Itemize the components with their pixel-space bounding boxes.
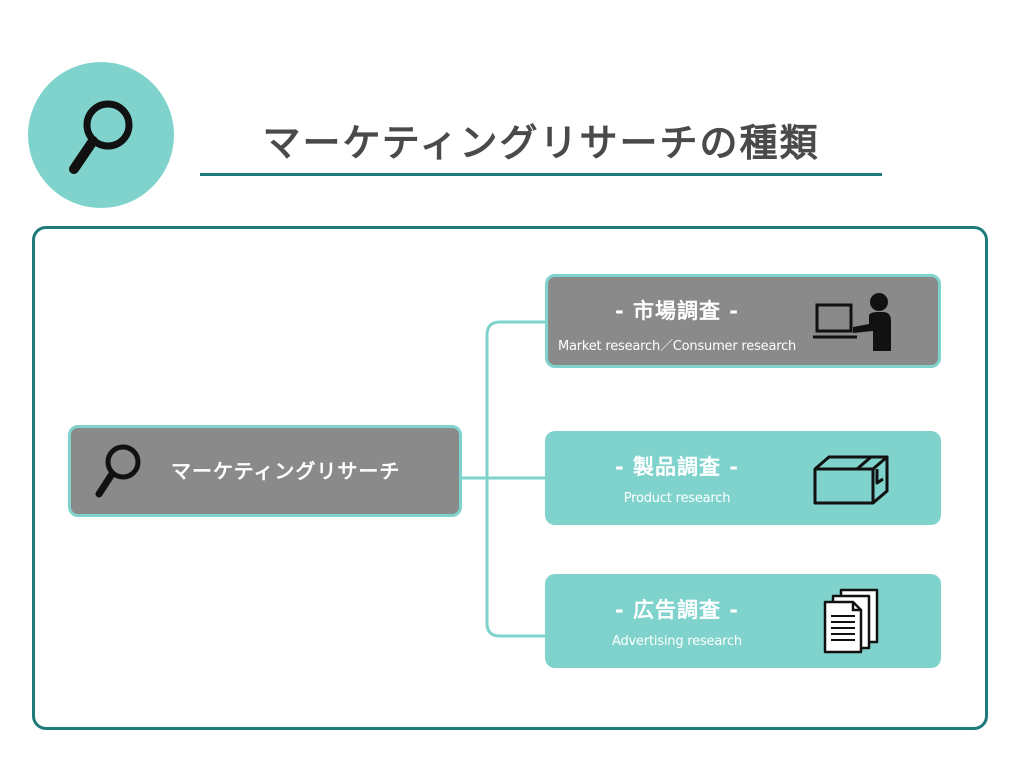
branch-subtitle: Market research／Consumer research: [557, 339, 797, 354]
title-underline: [200, 173, 882, 176]
root-node: マーケティングリサーチ: [68, 425, 462, 517]
connector-trunk: [485, 320, 545, 638]
branch-market-research: - 市場調査 - Market research／Consumer resear…: [545, 274, 941, 368]
branch-advertising-research: - 広告調査 - Advertising research: [545, 574, 941, 668]
documents-icon: [823, 588, 879, 654]
branch-title: - 市場調査 -: [614, 299, 740, 323]
magnifier-icon: [69, 100, 133, 174]
box-icon: [813, 455, 889, 505]
branch-title: - 製品調査 -: [614, 455, 740, 479]
branch-title: - 広告調査 -: [614, 598, 740, 622]
diagram-frame: [32, 226, 988, 730]
person-at-laptop-icon: [813, 293, 891, 351]
branch-subtitle: Product research: [623, 491, 731, 506]
logo-circle: [28, 62, 174, 208]
root-label: マーケティングリサーチ: [171, 459, 401, 483]
page-title: マーケティングリサーチの種類: [262, 121, 820, 165]
branch-product-research: - 製品調査 - Product research: [545, 431, 941, 525]
magnifier-icon: [95, 444, 141, 498]
branch-subtitle: Advertising research: [612, 634, 742, 649]
